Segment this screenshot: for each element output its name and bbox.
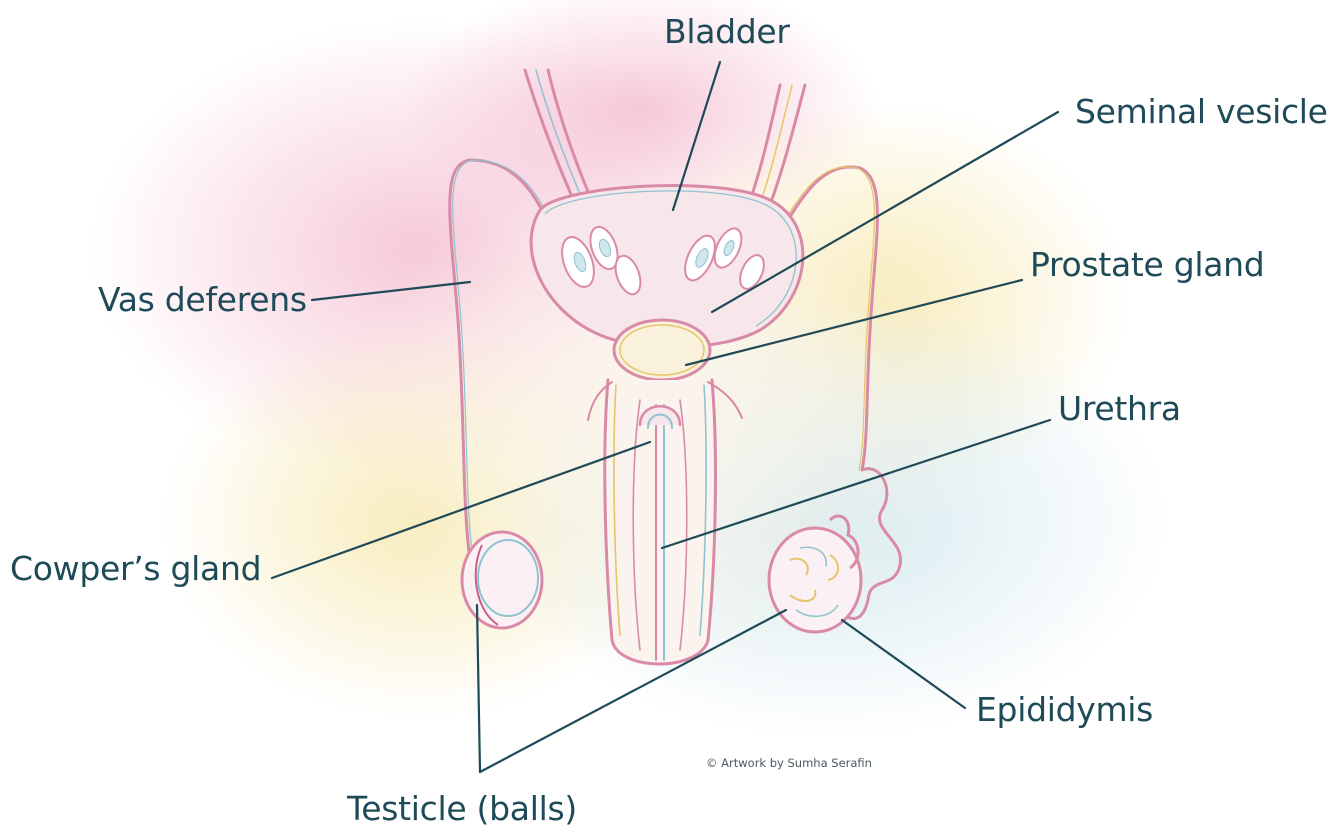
label-vas-deferens: Vas deferens: [98, 280, 307, 320]
label-epididymis: Epididymis: [976, 690, 1153, 730]
label-testicle: Testicle (balls): [347, 789, 577, 829]
label-urethra: Urethra: [1058, 389, 1181, 429]
label-seminal-vesicle: Seminal vesicle: [1075, 92, 1328, 132]
artwork-credit: © Artwork by Sumha Serafin: [706, 756, 872, 770]
left-testicle-illustration: [462, 532, 542, 628]
label-prostate-gland: Prostate gland: [1030, 245, 1264, 285]
label-cowpers-gland: Cowper’s gland: [10, 549, 261, 589]
prostate-illustration: [614, 320, 710, 380]
label-bladder: Bladder: [664, 12, 790, 52]
